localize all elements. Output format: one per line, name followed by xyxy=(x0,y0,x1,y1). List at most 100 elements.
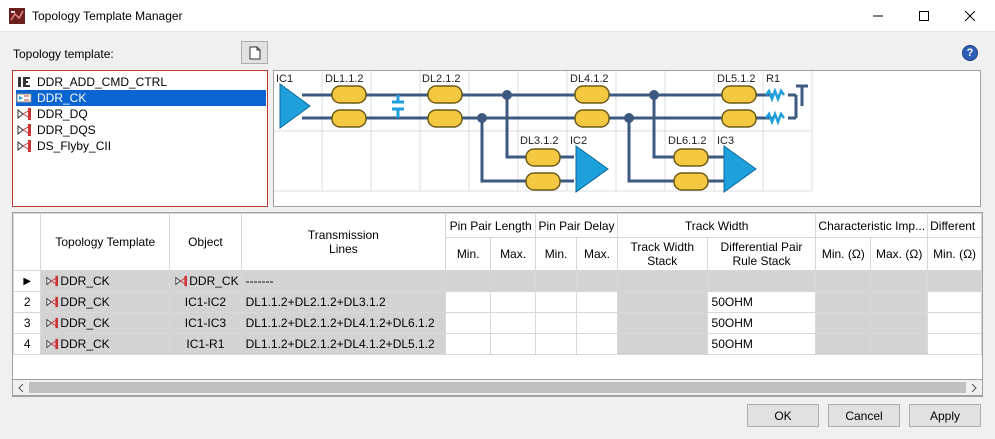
cell-ppl-max[interactable] xyxy=(490,291,537,313)
row-header-corner xyxy=(13,213,42,271)
cell-imp-min[interactable] xyxy=(815,270,872,292)
cell-template[interactable]: DDR_CK xyxy=(40,270,171,292)
col-characteristic-impedance[interactable]: Characteristic Imp... xyxy=(815,213,929,238)
col-track-width-stack[interactable]: Track Width Stack xyxy=(616,237,708,271)
scroll-right-icon[interactable] xyxy=(966,380,982,395)
cancel-button[interactable]: Cancel xyxy=(828,404,900,427)
cell-ppd-max[interactable] xyxy=(576,333,618,355)
cell-ppl-min[interactable] xyxy=(445,333,492,355)
help-icon[interactable]: ? xyxy=(962,45,978,61)
tree-item-ddr-dqs[interactable]: DDR_DQS xyxy=(16,122,266,138)
col-ppl-max[interactable]: Max. xyxy=(490,237,537,271)
table-row[interactable]: 3 DDR_CK IC1-IC3 DL1.1.2+DL2.1.2+DL4.1.2… xyxy=(13,312,982,334)
cell-imp-min[interactable] xyxy=(815,291,872,313)
close-button[interactable] xyxy=(947,0,993,31)
cell-tw-stack[interactable] xyxy=(616,291,708,313)
table-row[interactable]: ▶ DDR_CK DDR_CK ------- xyxy=(13,270,982,292)
cell-ppd-min[interactable] xyxy=(535,333,578,355)
cell-template[interactable]: DDR_CK xyxy=(40,291,171,313)
diff-pair-template-icon xyxy=(17,140,31,152)
cell-diff-min[interactable] xyxy=(927,333,982,355)
tree-item-ds-flyby-cii[interactable]: DS_Flyby_CII xyxy=(16,138,266,154)
col-different[interactable]: Different xyxy=(927,213,982,238)
cell-imp-min[interactable] xyxy=(815,312,872,334)
cell-object[interactable]: DDR_CK xyxy=(169,270,242,292)
scrollbar-thumb[interactable] xyxy=(29,382,966,393)
tree-item-ddr-ck[interactable]: DDR_CK xyxy=(16,90,266,106)
cell-diff-min[interactable] xyxy=(927,291,982,313)
topology-diagram: IC1 DL1.1.2 DL2.1.2 DL4.1.2 DL5.1.2 R1 D… xyxy=(273,70,981,207)
cell-imp-max[interactable] xyxy=(870,333,929,355)
cell-lines[interactable]: DL1.1.2+DL2.1.2+DL4.1.2+DL6.1.2 xyxy=(240,312,447,334)
cell-tw-stack[interactable] xyxy=(616,333,708,355)
cell-imp-max[interactable] xyxy=(870,270,929,292)
col-dp-rule-stack[interactable]: Differential Pair Rule Stack xyxy=(706,237,817,271)
cell-lines[interactable]: DL1.1.2+DL2.1.2+DL4.1.2+DL5.1.2 xyxy=(240,333,447,355)
tree-item-ddr-add-cmd-ctrl[interactable]: DDR_ADD_CMD_CTRL xyxy=(16,74,266,90)
tree-item-label: DDR_DQ xyxy=(37,107,88,121)
cell-dp-rule-stack[interactable]: 50OHM xyxy=(706,333,817,355)
cell-diff-min[interactable] xyxy=(927,270,982,292)
cell-imp-max[interactable] xyxy=(870,312,929,334)
cell-ppl-max[interactable] xyxy=(490,312,537,334)
cell-lines[interactable]: ------- xyxy=(240,270,447,292)
cell-imp-min[interactable] xyxy=(815,333,872,355)
col-pin-pair-length[interactable]: Pin Pair Length xyxy=(445,213,537,238)
cell-template[interactable]: DDR_CK xyxy=(40,312,171,334)
horizontal-scrollbar[interactable] xyxy=(12,379,983,396)
cell-ppd-max[interactable] xyxy=(576,312,618,334)
ic2-receiver-icon xyxy=(575,145,609,193)
cell-tw-stack[interactable] xyxy=(616,312,708,334)
cell-object[interactable]: IC1-IC2 xyxy=(169,291,242,313)
cell-ppd-max[interactable] xyxy=(576,270,618,292)
new-template-button[interactable] xyxy=(241,41,268,64)
maximize-button[interactable] xyxy=(901,0,947,31)
cell-tw-stack[interactable] xyxy=(616,270,708,292)
table-row[interactable]: 2 DDR_CK IC1-IC2 DL1.1.2+DL2.1.2+DL3.1.2… xyxy=(13,291,982,313)
col-ppd-min[interactable]: Min. xyxy=(535,237,578,271)
cell-template[interactable]: DDR_CK xyxy=(40,333,171,355)
cell-ppd-min[interactable] xyxy=(535,291,578,313)
apply-button[interactable]: Apply xyxy=(909,404,981,427)
cell-ppl-min[interactable] xyxy=(445,270,492,292)
cell-ppl-min[interactable] xyxy=(445,312,492,334)
cell-dp-rule-stack[interactable] xyxy=(706,270,817,292)
table-row[interactable]: 4 DDR_CK IC1-R1 DL1.1.2+DL2.1.2+DL4.1.2+… xyxy=(13,333,982,355)
col-ppl-min[interactable]: Min. xyxy=(445,237,492,271)
cell-diff-min[interactable] xyxy=(927,312,982,334)
cell-ppd-min[interactable] xyxy=(535,312,578,334)
col-topology-template[interactable]: Topology Template xyxy=(40,213,171,271)
close-icon xyxy=(965,10,975,21)
scroll-left-icon[interactable] xyxy=(13,380,29,395)
col-imp-min[interactable]: Min. (Ω) xyxy=(815,237,872,271)
col-track-width[interactable]: Track Width xyxy=(616,213,817,238)
cell-text: DDR_CK xyxy=(60,274,110,288)
col-diff-min[interactable]: Min. (Ω) xyxy=(927,237,982,271)
cell-object[interactable]: IC1-R1 xyxy=(169,333,242,355)
cell-ppl-max[interactable] xyxy=(490,270,537,292)
cell-lines[interactable]: DL1.1.2+DL2.1.2+DL3.1.2 xyxy=(240,291,447,313)
col-object[interactable]: Object xyxy=(169,213,242,271)
template-tree[interactable]: DDR_ADD_CMD_CTRL DDR_CK DDR_DQ DDR_DQS D… xyxy=(12,70,268,207)
cell-ppl-max[interactable] xyxy=(490,333,537,355)
diagram-label: IC2 xyxy=(570,135,587,147)
ok-button[interactable]: OK xyxy=(747,404,819,427)
cell-ppd-min[interactable] xyxy=(535,270,578,292)
minimize-button[interactable] xyxy=(855,0,901,31)
cell-dp-rule-stack[interactable]: 50OHM xyxy=(706,291,817,313)
cell-ppl-min[interactable] xyxy=(445,291,492,313)
tree-item-ddr-dq[interactable]: DDR_DQ xyxy=(16,106,266,122)
row-number: 3 xyxy=(13,312,42,334)
header-text: Transmission xyxy=(307,228,379,242)
cell-text: DDR_CK xyxy=(60,337,110,351)
cell-ppd-max[interactable] xyxy=(576,291,618,313)
col-imp-max[interactable]: Max. (Ω) xyxy=(870,237,929,271)
col-pin-pair-delay[interactable]: Pin Pair Delay xyxy=(535,213,618,238)
cell-dp-rule-stack[interactable]: 50OHM xyxy=(706,312,817,334)
cell-object[interactable]: IC1-IC3 xyxy=(169,312,242,334)
diff-pair-template-icon xyxy=(175,275,188,287)
col-ppd-max[interactable]: Max. xyxy=(576,237,618,271)
cell-imp-max[interactable] xyxy=(870,291,929,313)
